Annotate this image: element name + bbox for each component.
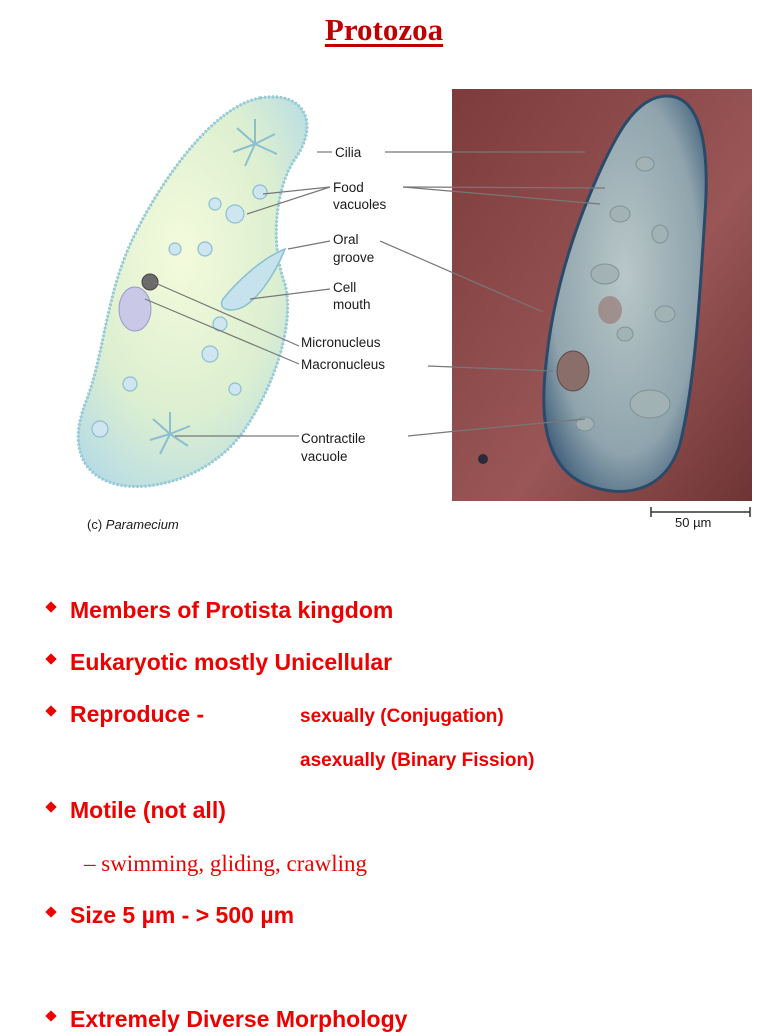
reproduce-asexually: asexually (Binary Fission) [300,750,535,771]
bullet-marker-2 [45,653,57,665]
paramecium-figure: Cilia Food vacuoles Oral groove Cell mou… [45,84,757,544]
page-title: Protozoa [324,12,444,47]
paramecium-diagram-svg: Cilia Food vacuoles Oral groove Cell mou… [76,89,752,532]
label-oral-groove-2: groove [333,250,374,265]
bullet-marker-6 [45,1010,57,1022]
bullet-motile: Motile (not all) [70,797,226,823]
motile-sub-item: – swimming, gliding, crawling [84,851,367,877]
bullet-marker-5 [45,906,57,918]
scale-bar-label: 50 µm [675,515,711,530]
label-cilia: Cilia [335,145,362,160]
label-macronucleus: Macronucleus [301,357,385,372]
label-food-vacuoles-1: Food [333,180,364,195]
dash-marker: – [84,851,96,876]
label-contractile-vacuole-2: vacuole [301,449,348,464]
bullet-marker-4 [45,801,57,813]
scale-bar: 50 µm [650,507,751,530]
leader-lines [144,151,606,437]
bullet-marker-3 [45,705,57,717]
bullet-protista: Members of Protista kingdom [70,597,394,623]
label-food-vacuoles-2: vacuoles [333,197,387,212]
label-cell-mouth-1: Cell [333,280,356,295]
motile-modes: swimming, gliding, crawling [101,851,368,876]
caption-prefix: (c) [87,517,106,532]
bullet-eukaryotic: Eukaryotic mostly Unicellular [70,649,393,675]
figure-caption: (c) Paramecium [87,517,179,532]
bullet-reproduce: Reproduce - [70,701,205,727]
reproduce-sexually: sexually (Conjugation) [300,706,504,727]
label-cell-mouth-2: mouth [333,297,371,312]
paramecium-micrograph [452,89,752,501]
paramecium-illustration [76,95,309,489]
bullet-morphology: Extremely Diverse Morphology [70,1006,408,1032]
label-micronucleus: Micronucleus [301,335,381,350]
label-contractile-vacuole-1: Contractile [301,431,366,446]
bullet-size: Size 5 µm - > 500 µm [70,902,295,928]
bullet-marker-1 [45,601,57,613]
label-oral-groove-1: Oral [333,232,359,247]
caption-species: Paramecium [106,517,179,532]
